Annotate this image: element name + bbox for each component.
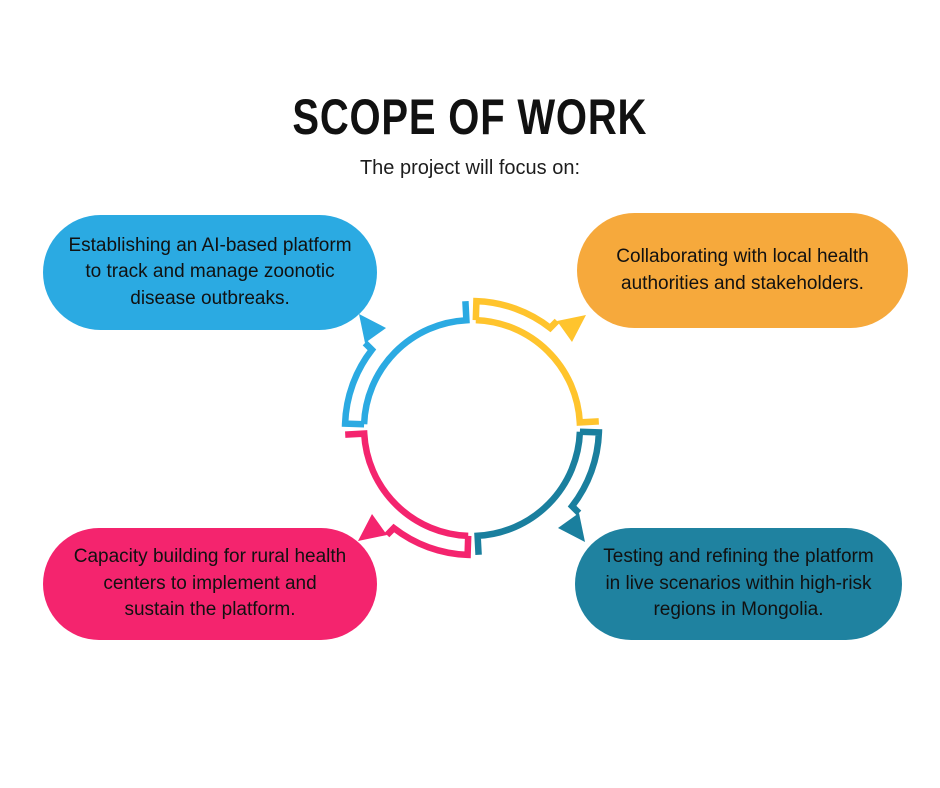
page-title: SCOPE OF WORK bbox=[0, 88, 940, 146]
bubble-text-line: sustain the platform. bbox=[124, 599, 296, 621]
arrow-top-right-icon bbox=[476, 301, 599, 422]
bubble-top-right: Collaborating with local health authorit… bbox=[577, 213, 908, 328]
bubble-text-line: centers to implement and bbox=[103, 572, 317, 594]
bubble-top-left: Establishing an AI-based platform to tra… bbox=[43, 215, 377, 330]
bubble-text-line: in live scenarios within high-risk bbox=[605, 572, 872, 594]
arrow-top-left-icon bbox=[345, 301, 466, 424]
page-subtitle: The project will focus on: bbox=[359, 157, 581, 179]
bubble-bottom-left: Capacity building for rural health cente… bbox=[43, 528, 377, 640]
bubble-text-line: disease outbreaks. bbox=[130, 287, 290, 309]
bubble-text-line: regions in Mongolia. bbox=[653, 599, 824, 621]
bubble-text-line: Establishing an AI-based platform bbox=[68, 234, 352, 256]
bubble-text-line: Collaborating with local health bbox=[616, 246, 869, 267]
bubble-text-line: authorities and stakeholders. bbox=[621, 272, 864, 294]
arrow-bottom-left-icon bbox=[345, 434, 468, 555]
bubble-bottom-right: Testing and refining the platform in liv… bbox=[575, 528, 902, 640]
arrow-bottom-right-icon bbox=[478, 432, 599, 555]
page-title-text: SCOPE OF WORK bbox=[292, 89, 648, 145]
bubble-text-line: Capacity building for rural health bbox=[73, 546, 347, 568]
cycle-arrows-icon bbox=[322, 278, 622, 578]
bubble-text-line: Testing and refining the platform bbox=[603, 546, 874, 568]
bubble-text-line: to track and manage zoonotic bbox=[85, 261, 335, 283]
